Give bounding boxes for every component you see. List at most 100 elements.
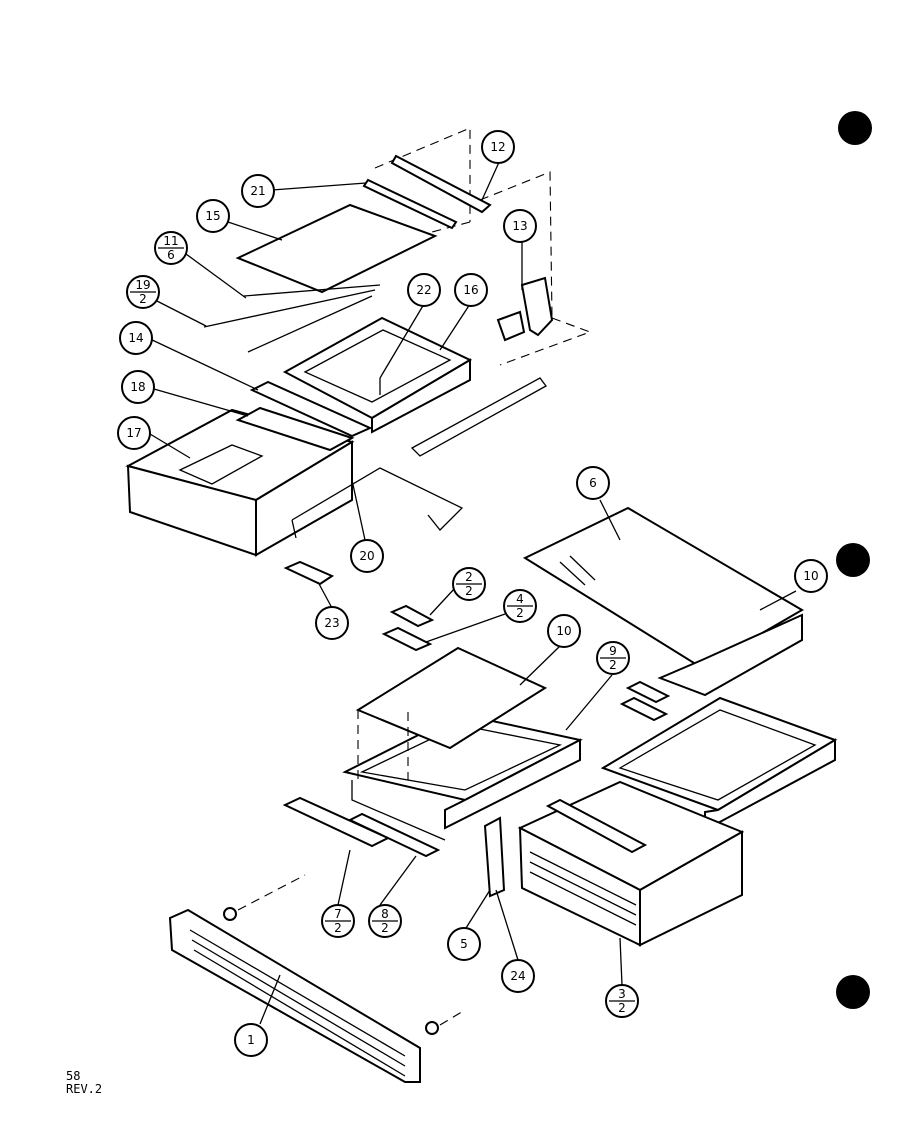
callout-3-2: 32 — [605, 984, 639, 1018]
callout-8-2: 82 — [368, 904, 402, 938]
callout-10a: 10 — [794, 559, 828, 593]
guide-line — [237, 874, 306, 911]
part-3-drawer-side — [639, 830, 743, 947]
binder-hole-top — [838, 111, 872, 145]
leader-12 — [481, 159, 501, 201]
svg-text:18: 18 — [130, 380, 145, 394]
part-13-clip — [496, 310, 526, 342]
part-1-fastener — [223, 907, 237, 921]
page-code: 58 — [66, 1069, 81, 1083]
callout-10b: 10 — [547, 614, 581, 648]
leader-17 — [149, 433, 191, 459]
part-2-clip — [389, 604, 435, 628]
guide-line — [479, 171, 553, 319]
leader-10b — [519, 645, 561, 686]
svg-text:1: 1 — [247, 1033, 255, 1047]
part-13-bracket — [520, 276, 554, 337]
part-10-frame-right — [657, 613, 803, 697]
part-17-drawer-side — [255, 440, 353, 557]
svg-text:4: 4 — [516, 592, 524, 606]
page-footer: 58 REV.2 — [66, 1070, 102, 1096]
part-4-clip-right — [619, 696, 669, 722]
callout-18: 18 — [121, 370, 155, 404]
callout-15: 15 — [196, 199, 230, 233]
callout-22: 22 — [407, 273, 441, 307]
leader-20 — [351, 479, 366, 541]
svg-text:17: 17 — [126, 426, 141, 440]
leader-1 — [259, 974, 281, 1025]
leader-5 — [465, 889, 491, 929]
callout-7-2: 72 — [321, 904, 355, 938]
callout-13: 13 — [503, 209, 537, 243]
svg-text:5: 5 — [460, 937, 468, 951]
leader-lines — [147, 159, 797, 1025]
part-19-rod-2 — [247, 295, 373, 353]
callout-16: 16 — [454, 273, 488, 307]
callout-4-2: 42 — [503, 589, 537, 623]
lower-assembly — [168, 506, 838, 1083]
callout-21: 21 — [241, 174, 275, 208]
part-2-clip-right — [625, 680, 671, 704]
leader-4 — [425, 613, 506, 643]
callout-12: 12 — [481, 130, 515, 164]
svg-text:2: 2 — [465, 570, 473, 584]
svg-text:10: 10 — [556, 624, 571, 638]
callout-20: 20 — [350, 539, 384, 573]
leader-16 — [439, 303, 471, 351]
leader-6 — [599, 499, 621, 541]
svg-text:19: 19 — [135, 278, 150, 292]
svg-text:13: 13 — [512, 219, 527, 233]
callout-17: 17 — [117, 416, 151, 450]
part-8-bar — [347, 812, 441, 858]
part-3-handle — [545, 798, 648, 854]
callout-11-6: 116 — [154, 231, 188, 265]
leader-8 — [379, 855, 417, 906]
leader-7 — [337, 849, 351, 906]
leader-23 — [317, 581, 333, 609]
part-19-rod — [203, 289, 376, 328]
leader-9 — [565, 674, 613, 731]
svg-text:7: 7 — [334, 907, 342, 921]
leader-2 — [429, 587, 456, 616]
svg-text:2: 2 — [139, 292, 147, 306]
leader-10a — [759, 590, 797, 611]
svg-text:2: 2 — [465, 584, 473, 598]
svg-text:24: 24 — [510, 969, 525, 983]
leader-11 — [185, 253, 247, 299]
svg-text:16: 16 — [463, 283, 478, 297]
svg-text:6: 6 — [589, 476, 597, 490]
leader-3 — [619, 937, 623, 986]
part-12-rail — [390, 154, 492, 214]
part-5-post — [483, 816, 506, 898]
part-17-drawer-grille — [178, 444, 264, 485]
glass-highlight — [569, 555, 596, 581]
guide-line — [439, 1009, 466, 1026]
leader-18 — [153, 388, 249, 417]
callout-9-2: 92 — [596, 641, 630, 675]
svg-text:2: 2 — [516, 606, 524, 620]
part-18-cover — [235, 406, 355, 452]
svg-text:11: 11 — [163, 234, 178, 248]
svg-text:2: 2 — [618, 1001, 626, 1015]
part-20-wire-leg — [291, 519, 297, 539]
binder-hole-middle — [836, 543, 870, 577]
revision-label: REV.2 — [66, 1082, 103, 1096]
svg-text:21: 21 — [250, 184, 265, 198]
upper-assembly — [125, 127, 592, 586]
part-21-rail — [362, 178, 458, 230]
svg-text:2: 2 — [609, 658, 617, 672]
svg-text:14: 14 — [128, 331, 143, 345]
part-6-crisper-cover — [522, 506, 804, 670]
part-9-frame-left-front — [444, 738, 581, 830]
callout-24: 24 — [501, 959, 535, 993]
leader-14 — [147, 337, 259, 391]
svg-text:2: 2 — [334, 921, 342, 935]
part-1-grille — [189, 929, 406, 1077]
callout-19-2: 192 — [126, 275, 160, 309]
callout-1: 1 — [234, 1023, 268, 1057]
binder-hole-bottom — [836, 975, 870, 1009]
part-15-shelf-glass — [235, 203, 438, 294]
part-1-fastener — [425, 1021, 439, 1035]
part-3-drawer-grille — [529, 851, 637, 926]
